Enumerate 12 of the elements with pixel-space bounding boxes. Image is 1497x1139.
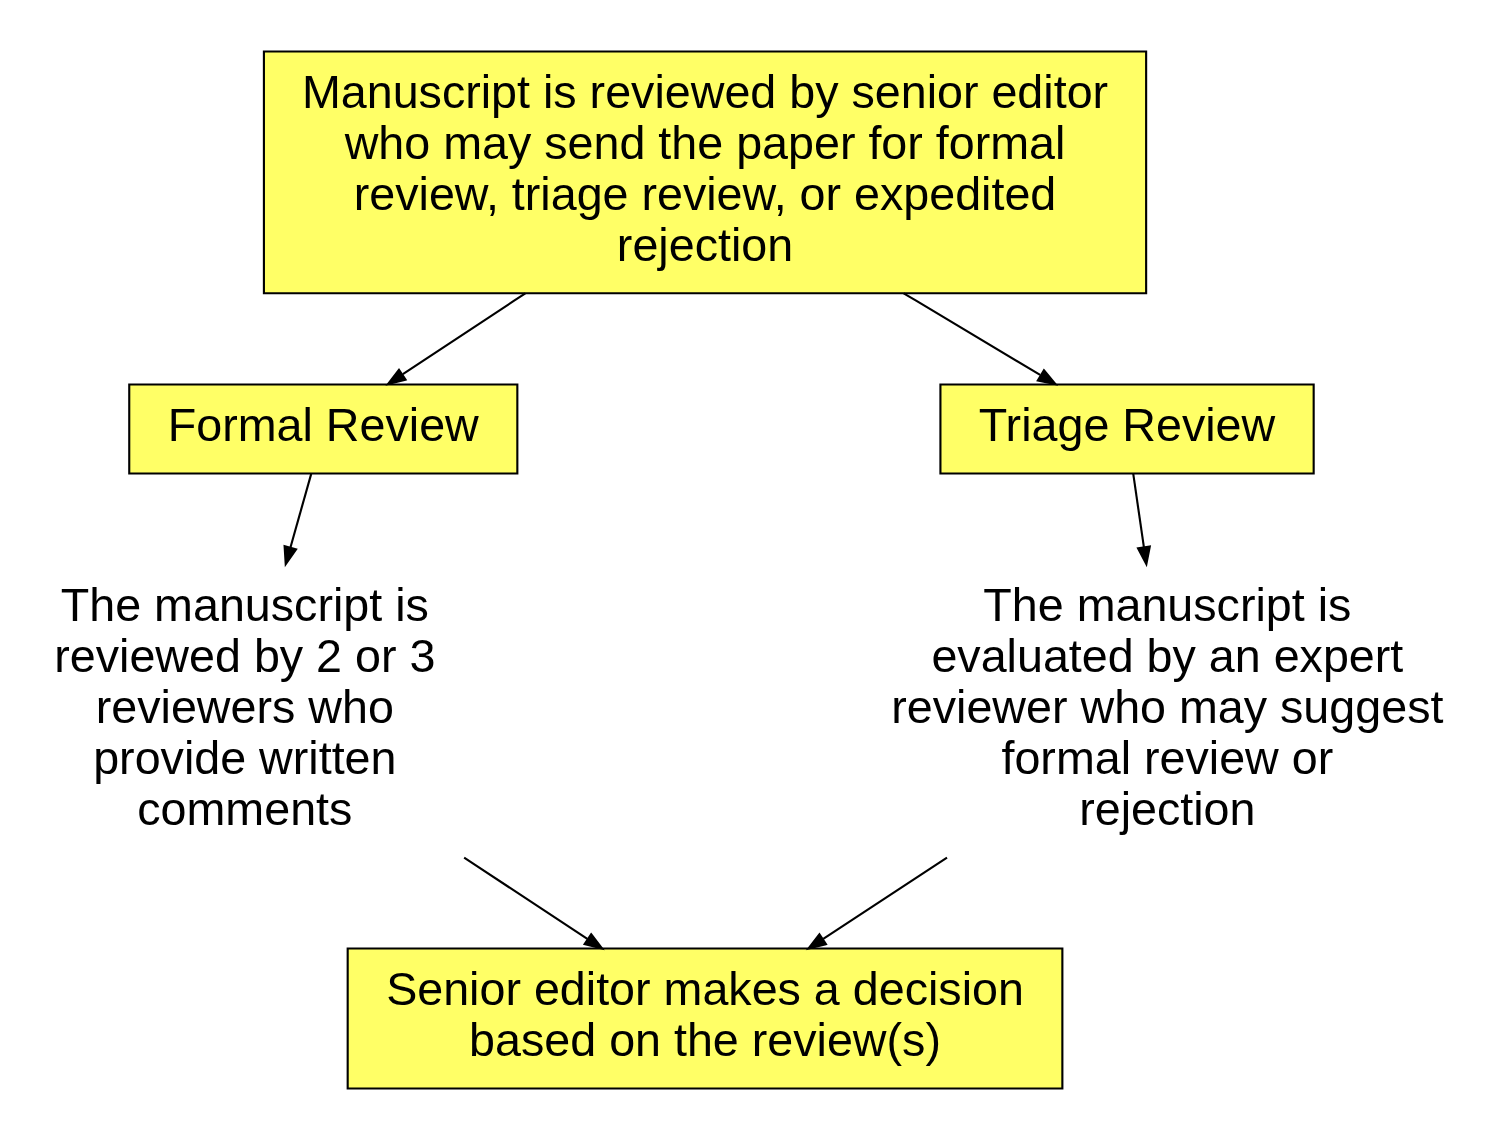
arrow: [805, 856, 948, 950]
arrow: [463, 856, 605, 950]
node-box: Senior editor makes a decision based on the review(s): [346, 947, 1064, 1090]
node-box: Formal Review: [128, 382, 519, 475]
node-text: The manuscript is evaluated by an expert reviewer who may suggest formal review or rejection: [891, 578, 1444, 835]
node-box: Manuscript is reviewed by senior editor who may send the paper for formal review, triage review, or expedited rejection: [262, 49, 1148, 294]
node-text: The manuscript is reviewed by 2 or 3 reviewers who provide written comments: [54, 578, 436, 835]
arrow: [283, 473, 313, 567]
node-box: Triage Review: [939, 382, 1315, 475]
arrow: [385, 291, 526, 386]
arrow: [1132, 473, 1152, 567]
arrow: [903, 291, 1059, 386]
